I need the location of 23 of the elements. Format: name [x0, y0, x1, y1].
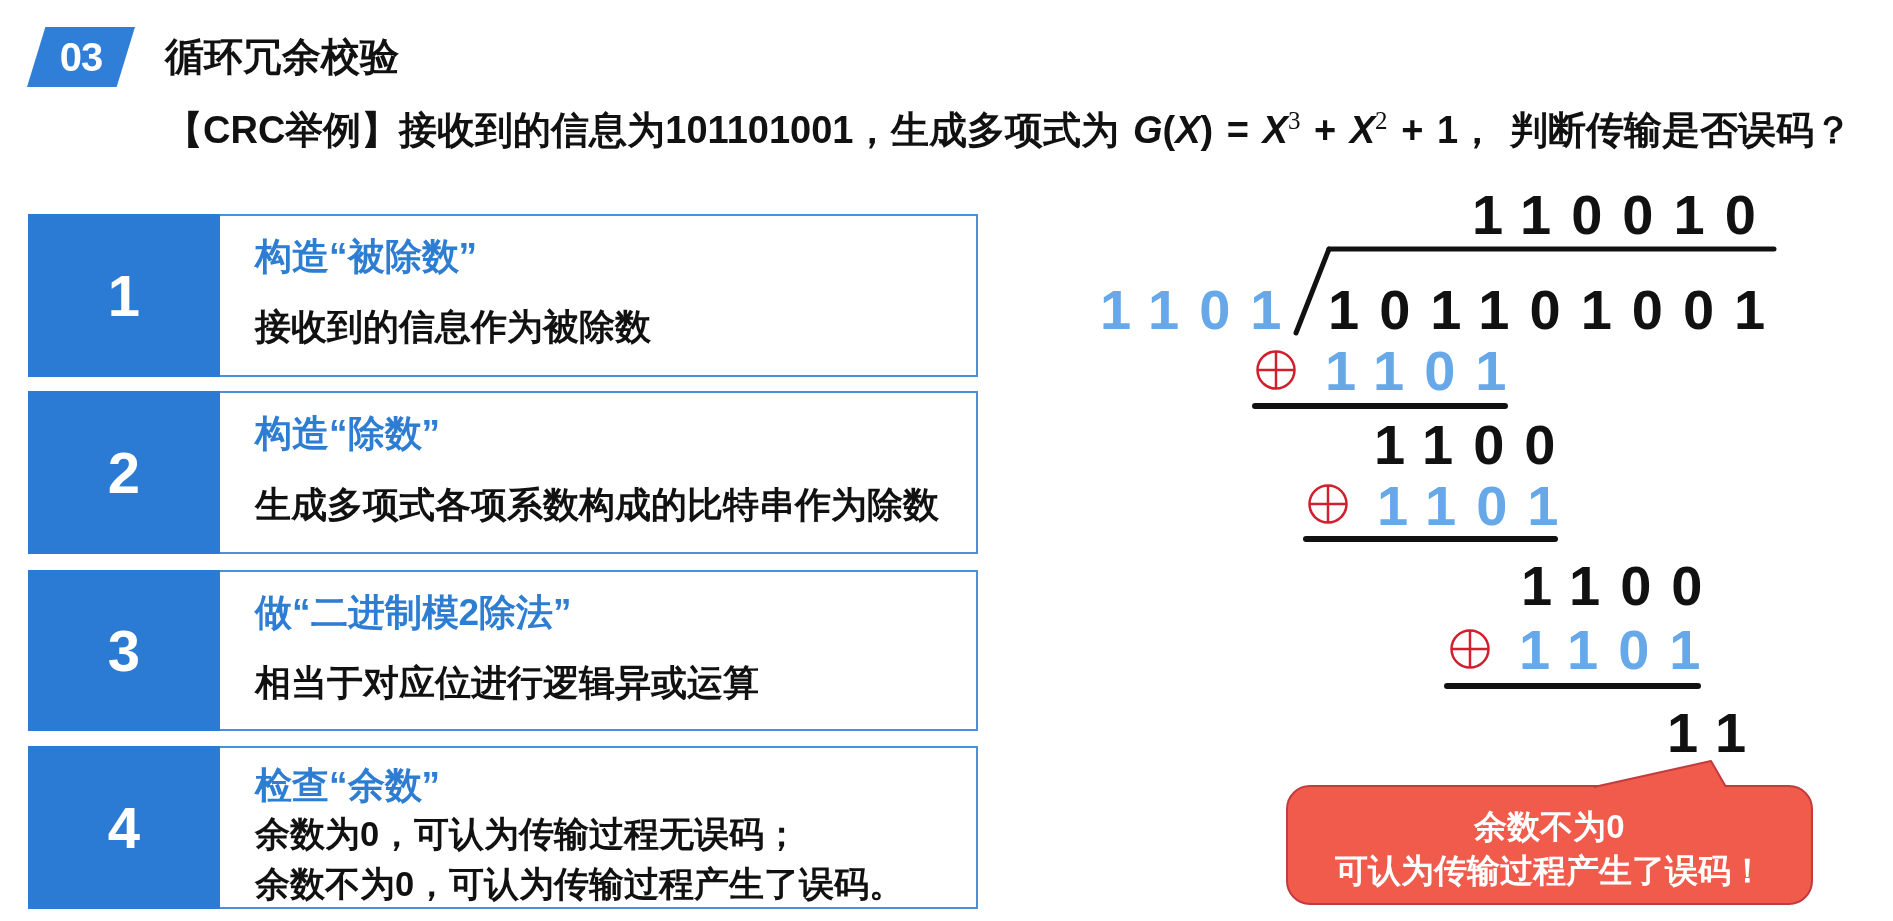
step-box [28, 214, 978, 377]
step-description: 余数不为0，可认为传输过程产生了误码。 [255, 864, 905, 905]
step-heading: 构造“被除数” [255, 235, 477, 279]
step-box [28, 570, 978, 731]
callout-pointer [1593, 760, 1727, 788]
section-number-badge: 03 [27, 27, 135, 87]
callout-text: 余数不为0 [1473, 807, 1626, 847]
step-description: 相当于对应位进行逻辑异或运算 [255, 661, 759, 704]
step-number: 3 [28, 570, 220, 731]
step-number: 1 [28, 214, 220, 377]
question-text: 【CRC举例】接收到的信息为101101001，生成多项式为 G(X) = X$^{3}$ + X$^{2}$ + 1， 判断传输是否误码？ [165, 106, 1852, 153]
step-number: 2 [28, 391, 220, 554]
callout-text: 可认为传输过程产生了误码！ [1334, 851, 1765, 891]
step-box [28, 746, 978, 909]
step-description: 生成多项式各项系数构成的比特串作为除数 [255, 483, 939, 526]
step-description: 余数为0，可认为传输过程无误码； [255, 814, 800, 855]
section-title: 循环冗余校验 [165, 34, 399, 80]
step-number: 4 [28, 746, 220, 909]
step-heading: 检查“余数” [255, 764, 440, 808]
step-heading: 构造“除数” [255, 412, 440, 456]
step-heading: 做“二进制模2除法” [255, 591, 572, 635]
step-description: 接收到的信息作为被除数 [255, 305, 651, 348]
step-box [28, 391, 978, 554]
